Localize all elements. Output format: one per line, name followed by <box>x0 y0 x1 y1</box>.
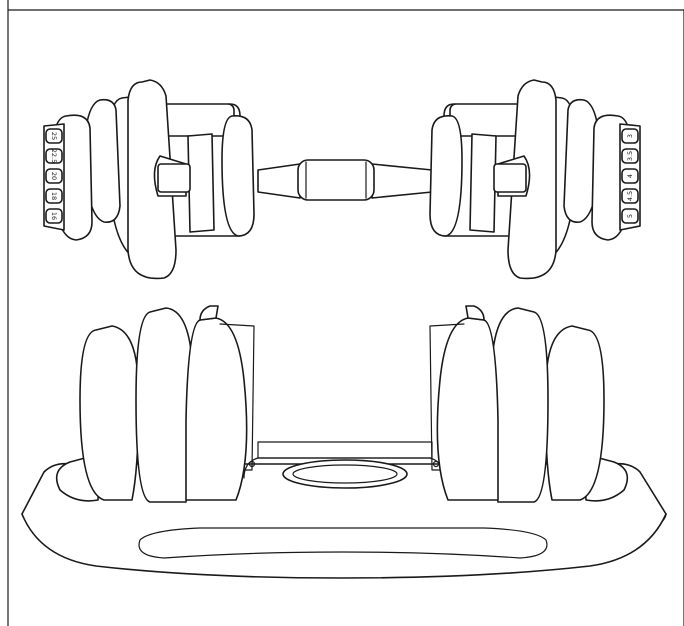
right-dial-label: 3 <box>626 134 634 138</box>
dumbbell-right-weight-stack <box>429 79 633 280</box>
left-dial-tab <box>45 188 63 204</box>
dumbbell-handle <box>257 159 433 201</box>
right-dial-tab <box>621 148 639 164</box>
left-dial-tab <box>45 208 63 224</box>
left-dial-tab <box>45 128 63 144</box>
right-dial-tab <box>621 188 639 204</box>
dumbbell-left-dial: 25 22.5 20 18 16 <box>43 123 65 231</box>
right-dial-label: 4.5 <box>626 191 634 201</box>
right-dial-label: 3.5 <box>626 151 634 161</box>
dumbbell-right-dial: 3 3.5 4 4.5 5 <box>619 123 641 231</box>
left-dial-label: 16 <box>50 212 58 220</box>
left-dial-tab <box>45 168 63 184</box>
left-dial-label: 25 <box>50 132 58 140</box>
cradle-left-weight-stack <box>55 305 255 503</box>
left-dial-label: 22.5 <box>50 149 58 163</box>
dumbbell-left-weight-stack <box>51 79 255 280</box>
right-dial-label: 5 <box>626 214 634 218</box>
left-dial-label: 18 <box>50 192 58 200</box>
right-dial-tab <box>621 128 639 144</box>
cradle-right-weight-stack <box>429 305 629 503</box>
right-dial-tab <box>621 208 639 224</box>
right-dial-label: 4 <box>626 174 634 178</box>
left-dial-label: 20 <box>50 172 58 180</box>
left-dial-tab <box>45 148 63 164</box>
right-dial-tab <box>621 168 639 184</box>
